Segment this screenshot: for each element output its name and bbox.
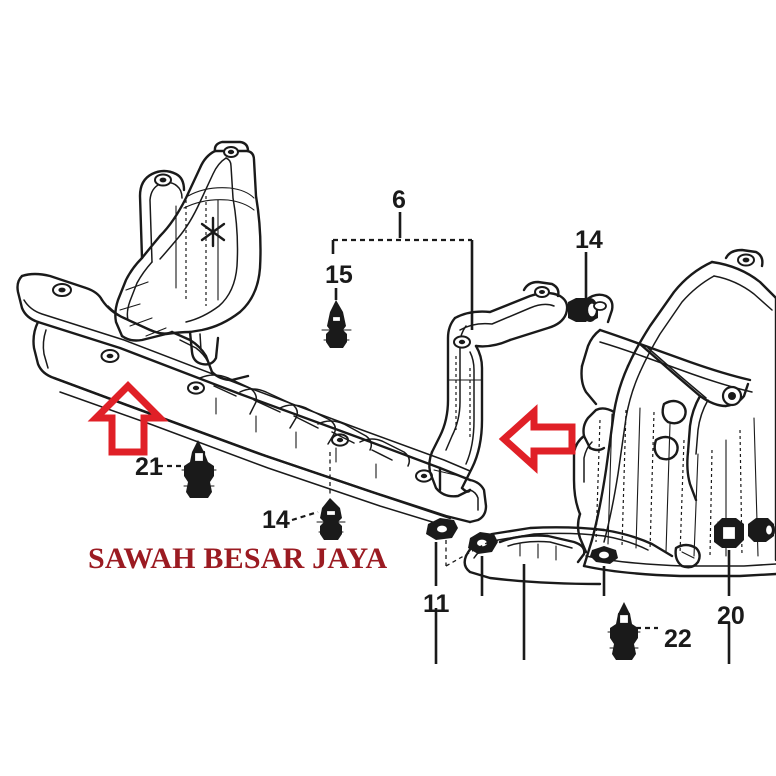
- boss-lower-liner: [674, 543, 701, 569]
- clip-15: [321, 288, 352, 348]
- callout-14-upper: 14: [575, 226, 603, 254]
- clip-14b: [291, 452, 346, 540]
- front-bumper-beam: [16, 272, 488, 529]
- callout-6-bracket: [331, 212, 474, 330]
- clip-21: [158, 440, 217, 498]
- bolt-14a: [568, 252, 598, 322]
- clip-11: [426, 518, 458, 664]
- callout-6: 6: [392, 186, 406, 214]
- flange-bolt: [568, 298, 598, 322]
- callout-11: 11: [423, 590, 450, 618]
- under-cover-panel: [445, 526, 674, 660]
- fastener-extra-right: [748, 518, 775, 542]
- callout-20: 20: [717, 602, 745, 630]
- clip-20: [714, 518, 744, 664]
- callout-15: 15: [325, 261, 353, 289]
- arrow-up-left-icon: [87, 381, 169, 456]
- left-upper-bracket: [114, 140, 262, 366]
- callout-22: 22: [664, 625, 692, 653]
- clip-22: [607, 602, 658, 660]
- right-fender-liner: [572, 248, 776, 578]
- center-splash-shield-stay: [428, 280, 569, 498]
- callout-14-lower: 14: [262, 506, 290, 534]
- watermark-text: SAWAH BESAR JAYA: [88, 542, 388, 575]
- asterisk-mark-icon: [200, 216, 226, 248]
- arrow-left-center-icon: [498, 404, 576, 474]
- callout-21: 21: [135, 453, 163, 481]
